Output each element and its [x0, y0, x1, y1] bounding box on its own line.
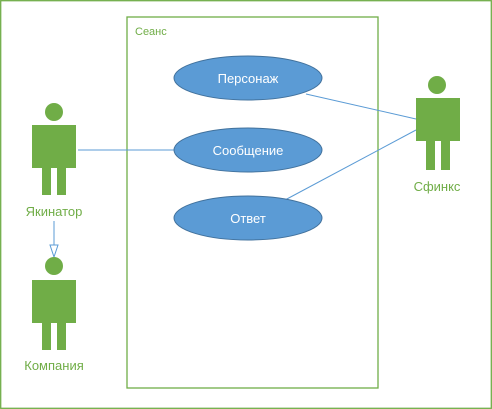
use-case-message-ellipse: [173, 127, 323, 173]
actor-sphinx-label: Сфинкс: [414, 179, 461, 194]
use-case-answer-ellipse: [173, 195, 323, 241]
system-boundary-title: Сеанс: [135, 26, 167, 38]
actor-company-label: Компания: [24, 358, 84, 373]
use-case-character-ellipse: [173, 55, 323, 101]
use-case-message[interactable]: Сообщение: [173, 127, 323, 173]
actor-akinator-icon: [32, 103, 76, 195]
generalization-akinator-company[interactable]: [49, 221, 59, 259]
association-sphinx-character[interactable]: [305, 93, 417, 120]
use-case-answer[interactable]: Ответ: [173, 195, 323, 241]
actor-company[interactable]: Компания: [24, 257, 84, 373]
use-case-answer-label: Ответ: [230, 211, 266, 226]
use-case-character-label: Персонаж: [218, 71, 279, 86]
actor-akinator[interactable]: Якинатор: [26, 103, 83, 219]
system-boundary-rect: [126, 16, 379, 389]
actor-sphinx-icon: [416, 76, 460, 170]
actor-akinator-label: Якинатор: [26, 204, 83, 219]
actor-sphinx[interactable]: Сфинкс: [414, 76, 461, 194]
association-sphinx-answer[interactable]: [284, 129, 417, 201]
use-case-character[interactable]: Персонаж: [173, 55, 323, 101]
system-boundary[interactable]: Сеанс: [126, 16, 379, 389]
actor-company-icon: [32, 257, 76, 350]
generalization-arrowhead: [49, 244, 59, 259]
use-case-message-label: Сообщение: [213, 143, 284, 158]
